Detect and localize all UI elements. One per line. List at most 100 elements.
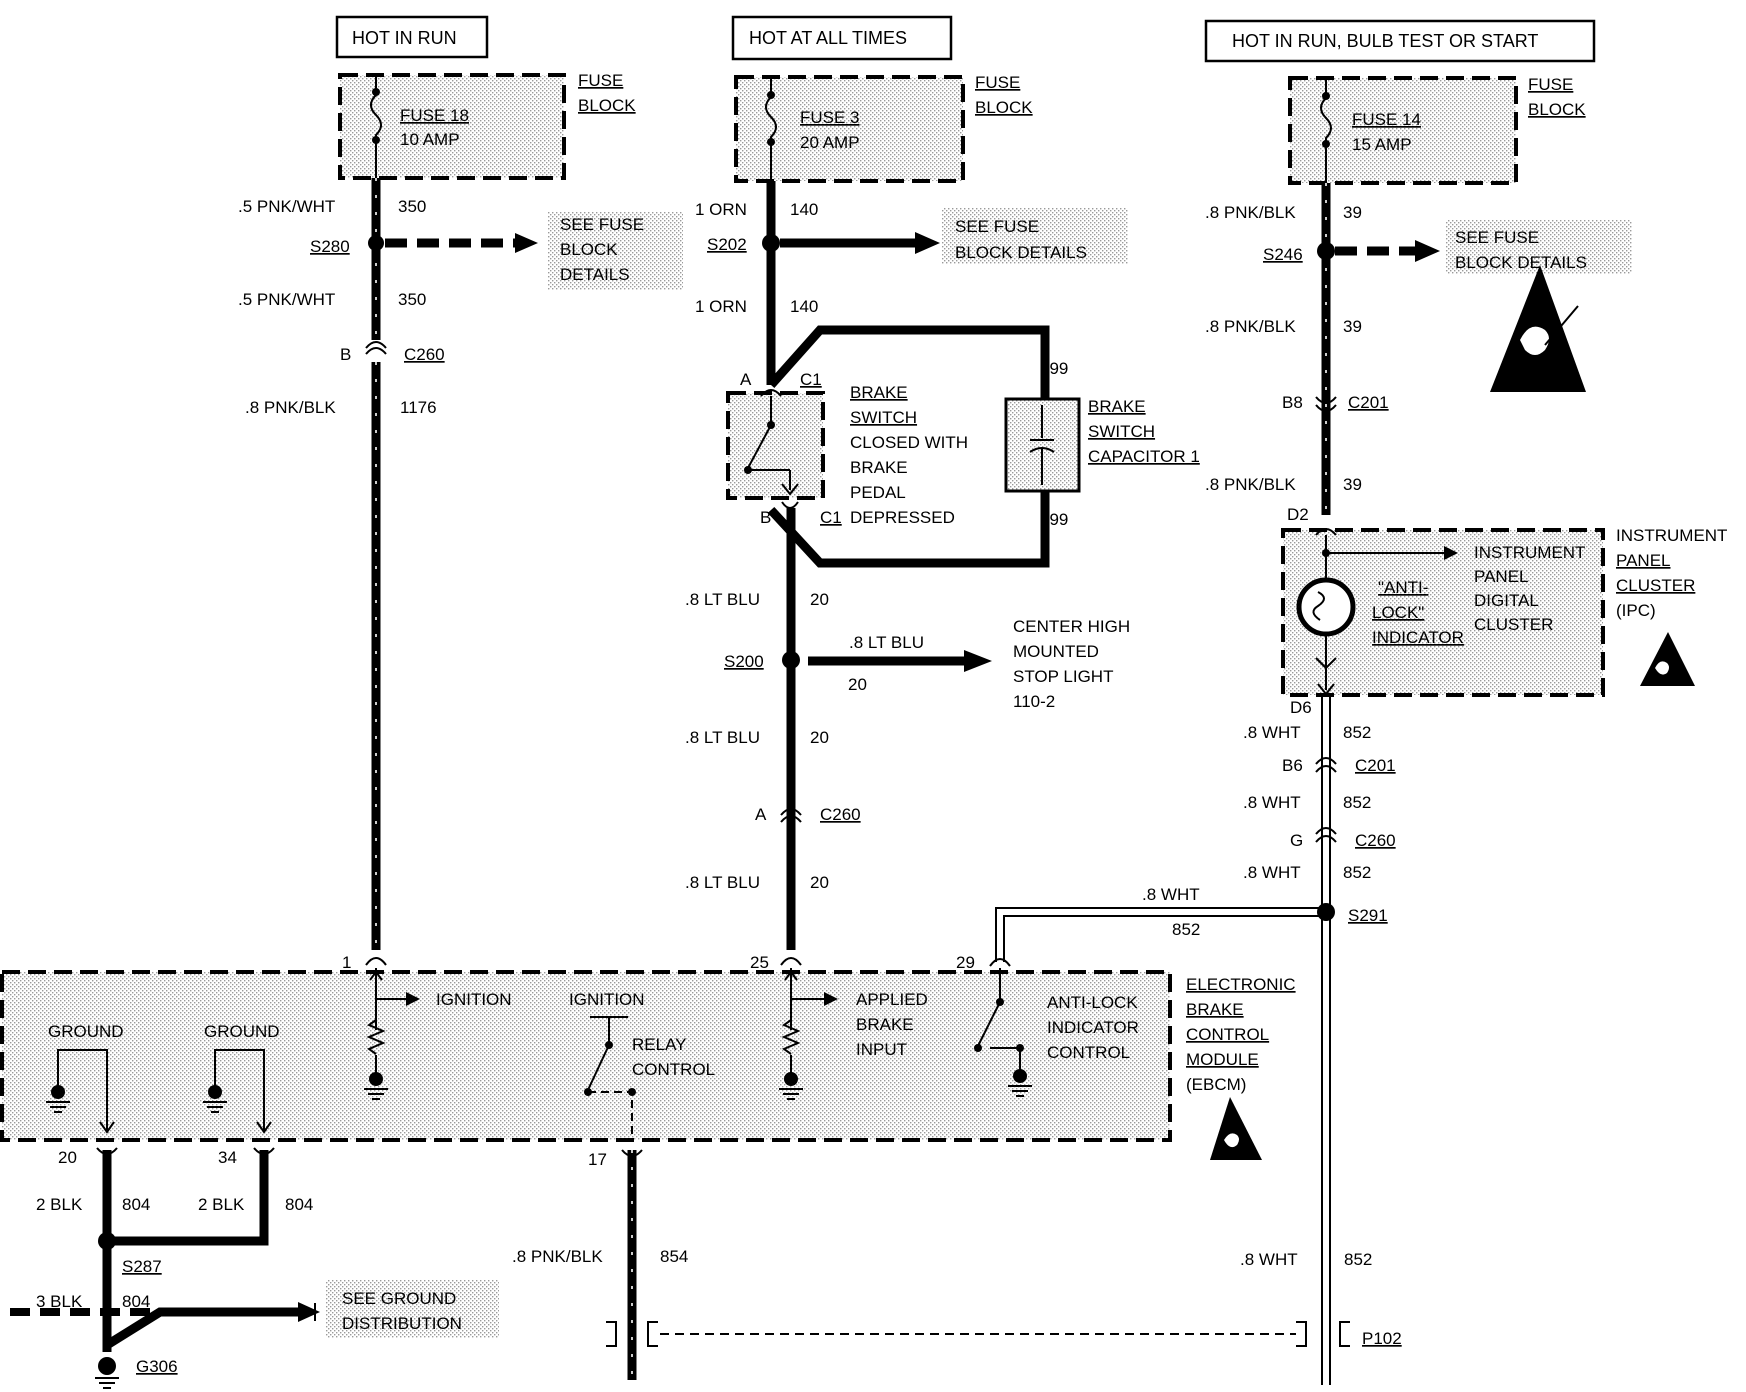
svg-text:FUSE: FUSE: [975, 73, 1020, 92]
svg-text:ANTI-LOCK: ANTI-LOCK: [1047, 993, 1138, 1012]
circuit-label: 20: [810, 728, 829, 747]
circuit-label: 20: [810, 873, 829, 892]
svg-text:G: G: [1290, 831, 1303, 850]
svg-text:BLOCK: BLOCK: [578, 96, 636, 115]
pin-label: 17: [588, 1150, 607, 1169]
svg-text:25: 25: [750, 953, 769, 972]
wire-label: .8 LT BLU: [685, 728, 760, 747]
source-header-middle: HOT AT ALL TIMES: [731, 15, 953, 61]
svg-text:(EBCM): (EBCM): [1186, 1075, 1246, 1094]
fuse-details-right: SEE FUSE BLOCK DETAILS: [1446, 220, 1632, 274]
connector-c201-b6: B6 C201: [1282, 756, 1396, 775]
svg-text:CONTROL: CONTROL: [1186, 1025, 1269, 1044]
svg-text:20: 20: [848, 675, 867, 694]
wire-label: .8 WHT: [1240, 1250, 1298, 1269]
wire-label: .5 PNK/WHT: [238, 290, 335, 309]
svg-text:852: 852: [1172, 920, 1200, 939]
svg-text:CLUSTER: CLUSTER: [1474, 615, 1553, 634]
circuit-label: 39: [1343, 317, 1362, 336]
circuit-label: 852: [1343, 793, 1371, 812]
svg-text:S246: S246: [1263, 245, 1303, 264]
pin-label: D2: [1287, 505, 1309, 524]
svg-text:DEPRESSED: DEPRESSED: [850, 508, 955, 527]
instrument-panel-cluster: "ANTI- LOCK" INDICATOR INSTRUMENT PANEL …: [1281, 526, 1727, 697]
stop-light-ref: CENTER HIGH MOUNTED STOP LIGHT 110-2: [1013, 617, 1130, 711]
circuit-label: 852: [1343, 863, 1371, 882]
svg-text:STOP LIGHT: STOP LIGHT: [1013, 667, 1113, 686]
circuit-label: 39: [1343, 203, 1362, 222]
svg-text:SWITCH: SWITCH: [850, 408, 917, 427]
svg-text:S291: S291: [1348, 906, 1388, 925]
connector-c260-a: A C260: [755, 805, 861, 824]
svg-text:(IPC): (IPC): [1616, 601, 1656, 620]
svg-text:B: B: [760, 508, 771, 527]
wire-label: 1 ORN: [695, 297, 747, 316]
wire-label: .8 WHT: [1243, 723, 1301, 742]
svg-text:29: 29: [956, 953, 975, 972]
wire-capacitor-top: [767, 325, 1050, 402]
source-header-left: HOT IN RUN: [335, 15, 489, 59]
esd-warning-icon: [1490, 265, 1586, 392]
svg-text:MOUNTED: MOUNTED: [1013, 642, 1099, 661]
svg-text:FUSE 3: FUSE 3: [800, 108, 860, 127]
svg-text:PEDAL: PEDAL: [850, 483, 906, 502]
svg-text:C201: C201: [1348, 393, 1389, 412]
ground-distribution-ref: SEE GROUND DISTRIBUTION: [326, 1280, 499, 1338]
circuit-label: 899: [1040, 359, 1068, 378]
wire-label: .8 PNK/BLK: [1205, 203, 1296, 222]
svg-text:C260: C260: [820, 805, 861, 824]
svg-text:BLOCK: BLOCK: [975, 98, 1033, 117]
ground-g306: G306: [95, 1357, 178, 1389]
esd-warning-icon: [1210, 1097, 1262, 1160]
circuit-label: 804: [285, 1195, 313, 1214]
svg-text:C1: C1: [800, 370, 822, 389]
wire-label: .8 PNK/BLK: [1205, 475, 1296, 494]
circuit-label: 39: [1343, 475, 1362, 494]
svg-text:LOCK": LOCK": [1372, 603, 1424, 622]
svg-text:B8: B8: [1282, 393, 1303, 412]
svg-text:S200: S200: [724, 652, 764, 671]
splice-s202: S202: [707, 232, 940, 254]
svg-text:SEE FUSE: SEE FUSE: [560, 215, 644, 234]
wire-854: [621, 1149, 643, 1380]
svg-text:CLUSTER: CLUSTER: [1616, 576, 1695, 595]
connector-c260-b: B C260: [340, 341, 445, 364]
svg-text:BRAKE: BRAKE: [850, 383, 908, 402]
wire-label: 2 BLK: [36, 1195, 83, 1214]
svg-text:BLOCK DETAILS: BLOCK DETAILS: [1455, 253, 1587, 272]
svg-text:C260: C260: [1355, 831, 1396, 850]
svg-text:INDICATOR: INDICATOR: [1047, 1018, 1139, 1037]
svg-text:CLOSED WITH: CLOSED WITH: [850, 433, 968, 452]
svg-text:FUSE: FUSE: [1528, 75, 1573, 94]
wire-right-852: [1321, 696, 1331, 1385]
svg-text:A: A: [740, 370, 752, 389]
svg-text:A: A: [755, 805, 767, 824]
svg-text:C260: C260: [404, 345, 445, 364]
svg-text:HOT IN RUN: HOT IN RUN: [352, 28, 457, 48]
svg-text:RELAY: RELAY: [632, 1035, 687, 1054]
svg-text:FUSE: FUSE: [578, 71, 623, 90]
fuse-block-left: FUSE 18 10 AMP FUSE BLOCK: [338, 71, 636, 180]
circuit-label: 140: [790, 200, 818, 219]
brake-switch-capacitor: BRAKE SWITCH CAPACITOR 1: [1004, 397, 1200, 493]
svg-text:BLOCK DETAILS: BLOCK DETAILS: [955, 243, 1087, 262]
svg-text:BRAKE: BRAKE: [1186, 1000, 1244, 1019]
svg-text:DIGITAL: DIGITAL: [1474, 591, 1539, 610]
wire-label: .8 PNK/BLK: [245, 398, 336, 417]
circuit-label: 804: [122, 1195, 150, 1214]
svg-text:CENTER HIGH: CENTER HIGH: [1013, 617, 1130, 636]
fuse-block-right: FUSE 14 15 AMP FUSE BLOCK: [1288, 75, 1586, 185]
ebcm-module: 1 IGNITION IGNITION RELAY CONTROL 25 APP…: [0, 953, 1296, 1142]
svg-text:BLOCK: BLOCK: [560, 240, 618, 259]
svg-text:CONTROL: CONTROL: [632, 1060, 715, 1079]
svg-text:S202: S202: [707, 235, 747, 254]
connector-c260-g: G C260: [1290, 827, 1396, 850]
svg-text:FUSE 14: FUSE 14: [1352, 110, 1421, 129]
wire-label: .8 PNK/BLK: [512, 1247, 603, 1266]
splice-s246: S246: [1263, 240, 1440, 264]
wire-label: .5 PNK/WHT: [238, 197, 335, 216]
wire-label: 3 BLK: [36, 1292, 83, 1311]
svg-text:PANEL: PANEL: [1616, 551, 1671, 570]
svg-text:GROUND: GROUND: [48, 1022, 124, 1041]
